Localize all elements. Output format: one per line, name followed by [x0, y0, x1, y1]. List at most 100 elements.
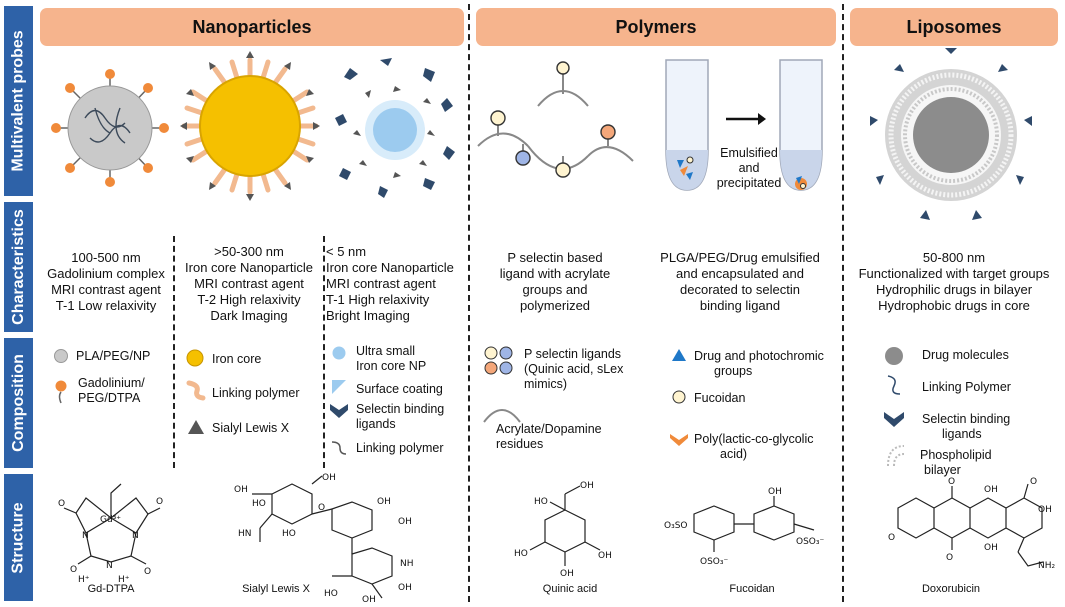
gadolinium-nanoparticle-icon [51, 69, 169, 187]
svg-text:OSO₃⁻: OSO₃⁻ [700, 557, 728, 567]
svg-text:OH: OH [322, 473, 336, 483]
header-liposomes: Liposomes [850, 8, 1058, 46]
fucoidan-icon [672, 390, 686, 404]
svg-text:N: N [82, 531, 89, 541]
sialyl-lewis-x-structure: OH HO HN O OH HO OH OH NH OH HO OH [234, 473, 414, 605]
svg-text:OH: OH [984, 485, 998, 495]
svg-text:O: O [156, 497, 163, 507]
divider-nanoparticles-polymers [468, 4, 470, 602]
svg-text:O: O [1030, 477, 1037, 487]
legend-surface-coating: Surface coating [356, 382, 443, 396]
svg-text:HO: HO [282, 529, 296, 539]
gadolinium-icon [55, 380, 67, 404]
row-label-structure: Structure [4, 474, 33, 601]
caption-fucoidan: Fucoidan [729, 583, 775, 595]
svg-text:HO: HO [252, 499, 266, 509]
iron-core-icon [186, 349, 204, 367]
liposome-icon [870, 48, 1032, 220]
caption-gd-dtpa: Gd-DTPA [87, 583, 135, 595]
row-label-composition: Composition [4, 338, 33, 468]
quinic-acid-structure: HO OH HO OH OH [514, 481, 612, 579]
caption-doxorubicin: Doxorubicin [921, 583, 981, 595]
divider-np1-np2 [173, 236, 175, 468]
doxorubicin-structure: O OH O OH O NH₂ OH O [888, 477, 1056, 571]
svg-text:H⁺: H⁺ [118, 575, 130, 585]
legend-drug-molecules: Drug molecules [922, 348, 1009, 362]
svg-text:N: N [106, 561, 113, 571]
ultra-small-np-icon [332, 346, 346, 360]
svg-text:O: O [144, 567, 151, 577]
selectin-ligand-lipo-icon [884, 412, 904, 427]
legend-linking-polymer-lipo: Linking Polymer [922, 380, 1011, 394]
svg-text:O: O [948, 477, 955, 487]
svg-text:OH: OH [598, 551, 612, 561]
row-label-characteristics: Characteristics [4, 202, 33, 332]
svg-text:OH: OH [398, 583, 412, 593]
svg-text:HN: HN [238, 529, 252, 539]
svg-text:OH: OH [362, 595, 376, 605]
svg-text:OSO₃⁻: OSO₃⁻ [796, 537, 824, 547]
row-label-multivalent-probes: Multivalent probes [4, 6, 33, 196]
svg-text:OH: OH [984, 543, 998, 553]
svg-text:H⁺: H⁺ [78, 575, 90, 585]
drug-molecule-icon [885, 347, 903, 365]
surface-coating-icon [332, 380, 346, 394]
svg-text:HO: HO [324, 589, 338, 599]
legend-linking-polymer-np2: Linking polymer [212, 386, 300, 400]
fucoidan-structure: O₃SO OSO₃⁻ OH OSO₃⁻ [664, 487, 824, 567]
arrow-right-icon [726, 113, 766, 125]
svg-text:Gd³⁺: Gd³⁺ [100, 515, 121, 525]
svg-text:O: O [58, 499, 65, 509]
divider-polymers-liposomes [842, 4, 844, 602]
gd-dtpa-structure: Gd³⁺ O O O O N N N H⁺ H⁺ [58, 483, 163, 585]
caption-quinic-acid: Quinic acid [542, 583, 598, 595]
svg-text:HO: HO [514, 549, 528, 559]
linking-polymer-lipo-icon [887, 375, 901, 395]
phospholipid-bilayer-icon [887, 445, 905, 467]
svg-text:O: O [318, 503, 325, 513]
svg-text:NH: NH [400, 559, 414, 569]
legend-linking-polymer-np3: Linking polymer [356, 441, 444, 455]
legend-iron-core: Iron core [212, 352, 262, 366]
linking-polymer-orange-icon [186, 380, 206, 401]
legend-gadolinium: Gadolinium/PEG/DTPA [78, 376, 145, 405]
ultra-small-nanoparticle-icon [335, 58, 455, 198]
svg-text:HO: HO [534, 497, 548, 507]
plga-icon [670, 434, 688, 446]
acrylate-polymer-icon [477, 61, 634, 178]
caption-sialyl-lewis-x: Sialyl Lewis X [242, 583, 310, 595]
svg-text:OH: OH [560, 569, 574, 579]
legend-sialyl-lewis-x: Sialyl Lewis X [212, 421, 290, 435]
sialyl-lewis-x-icon [188, 420, 204, 434]
divider-np2-np3 [323, 236, 325, 468]
header-nanoparticles: Nanoparticles [40, 8, 464, 46]
svg-text:N: N [132, 531, 139, 541]
iron-core-nanoparticle-icon [180, 51, 320, 201]
svg-text:OH: OH [398, 517, 412, 527]
drug-photochromic-icon [672, 349, 686, 361]
p-selectin-ligands-icon [484, 346, 513, 375]
pla-peg-np-icon [54, 349, 68, 363]
acrylate-residue-icon [483, 409, 521, 423]
svg-text:OH: OH [377, 497, 391, 507]
svg-text:NH₂: NH₂ [1038, 561, 1056, 571]
emulsion-tube-left-icon [665, 59, 709, 191]
linking-polymer-icon [331, 441, 347, 455]
selectin-ligand-icon [330, 404, 348, 418]
svg-text:O: O [946, 553, 953, 563]
svg-text:O₃SO: O₃SO [664, 521, 688, 531]
